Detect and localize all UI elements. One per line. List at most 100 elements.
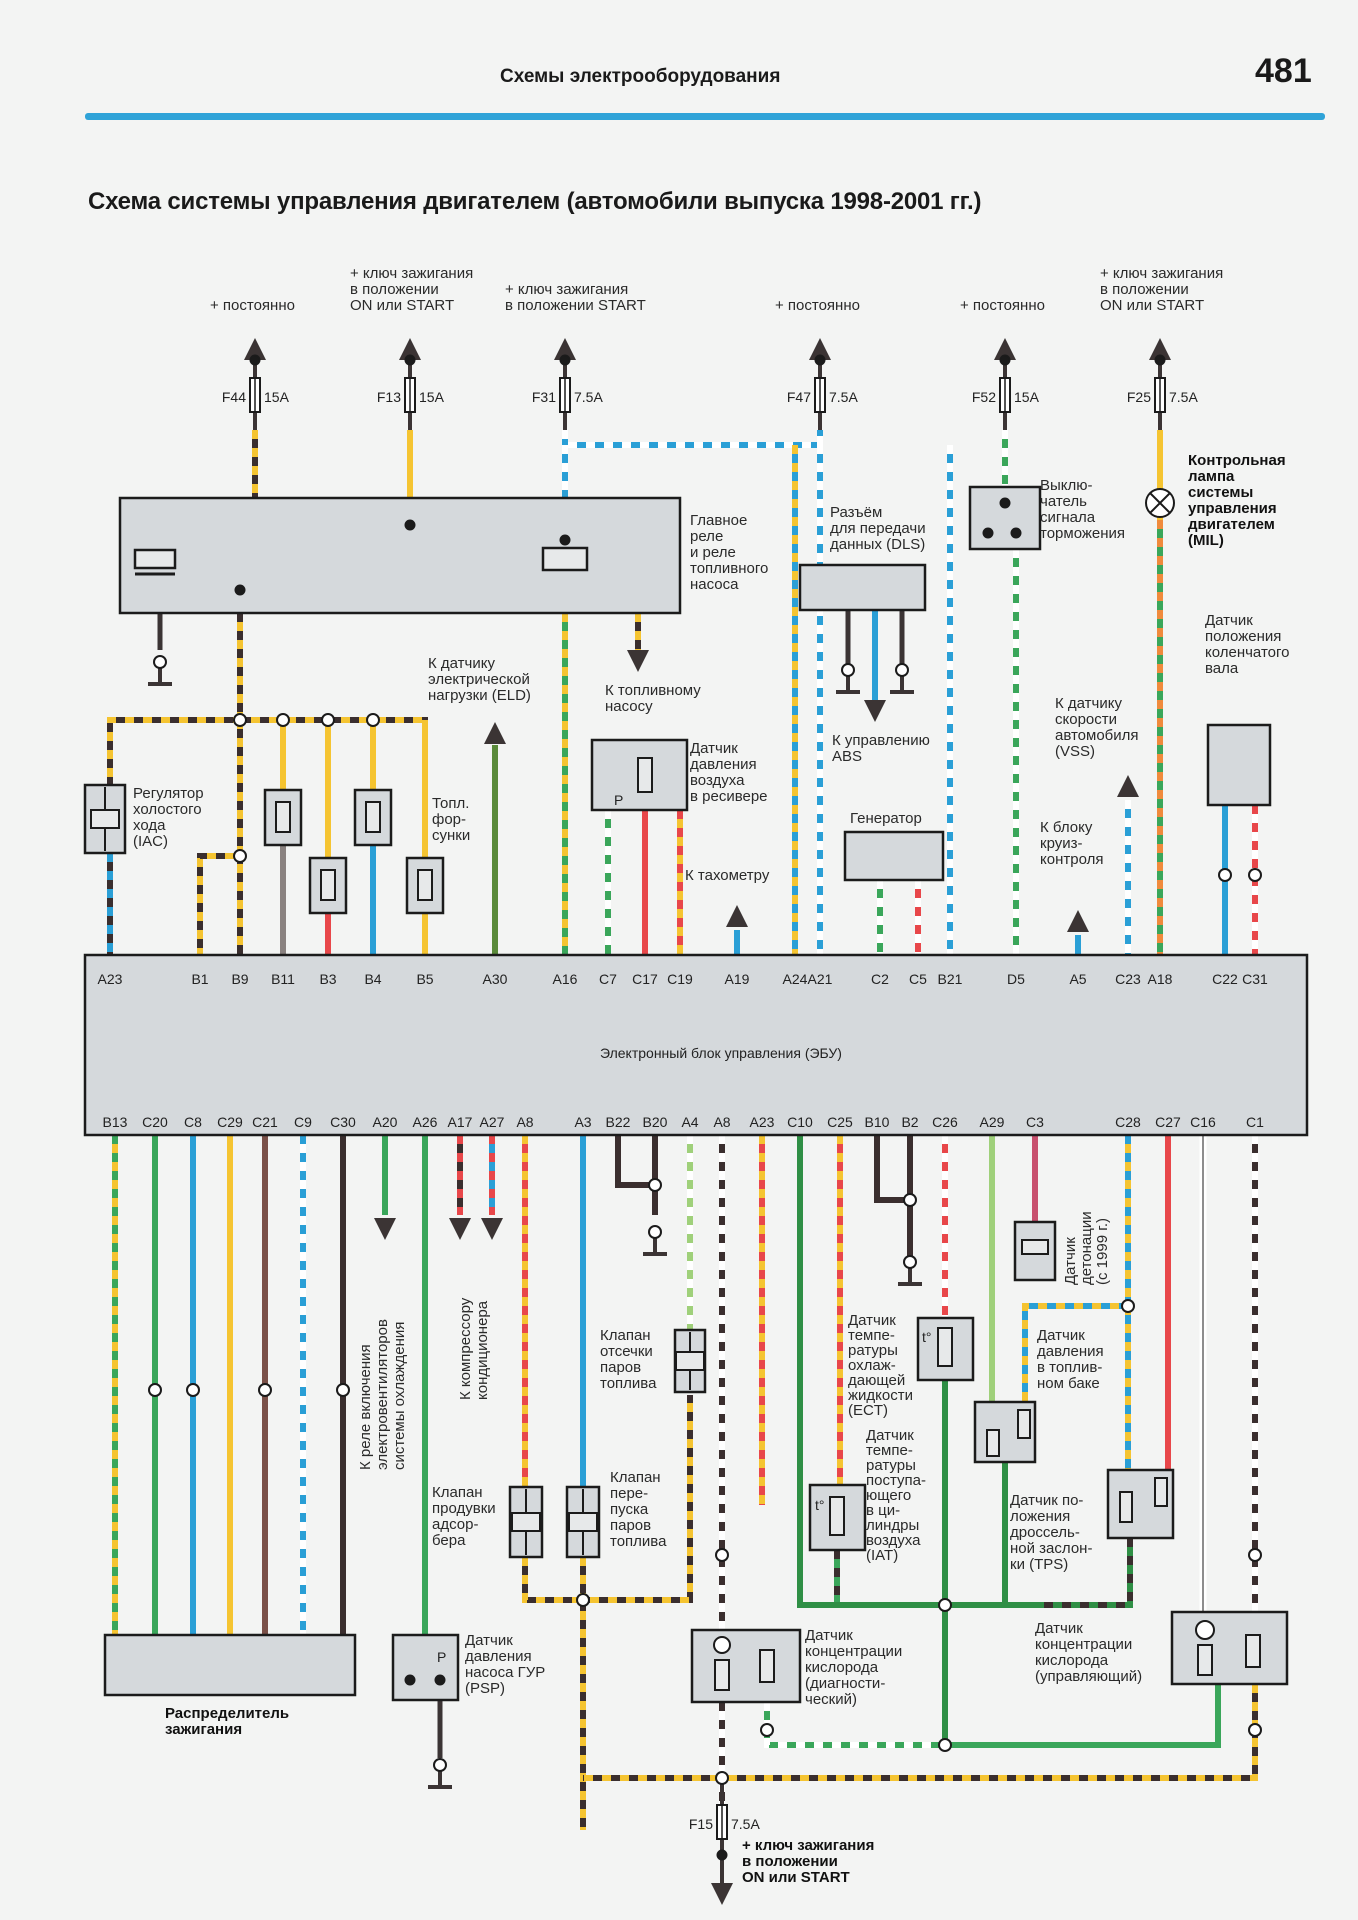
ecu-pin-bottom: A29 — [980, 1114, 1005, 1130]
power-feed-f31-fuse-id: F31 — [532, 389, 556, 405]
brake-switch-label-line: Выклю- — [1040, 477, 1093, 494]
brake-dot-3 — [1010, 527, 1022, 539]
ecu-pin-bottom: A8 — [713, 1114, 730, 1130]
ecu-pin-top: C5 — [909, 971, 927, 987]
ckp-sensor — [1206, 723, 1272, 807]
tps-label-line: ной заслон- — [1010, 1540, 1092, 1557]
ecu-pin-bottom: C9 — [294, 1114, 312, 1130]
fan-relay-arrow-icon — [374, 1218, 396, 1240]
bypass-label-line: пуска — [610, 1501, 649, 1518]
iat-label-line: (IAT) — [866, 1547, 898, 1564]
power-feed-f25-label-line: ON или START — [1100, 297, 1204, 314]
iat-label-line: поступа- — [866, 1472, 926, 1489]
tank-pressure-label-line: ном баке — [1037, 1375, 1100, 1392]
wire-valve-return-stripe — [522, 1395, 693, 1603]
connector-node — [276, 713, 290, 727]
ckp-label-line: Датчик — [1205, 612, 1253, 629]
ect-label-line: ратуры — [848, 1342, 898, 1359]
tank-pressure-pot — [986, 1429, 1000, 1457]
tank-pressure-label-line: Датчик — [1037, 1327, 1085, 1344]
power-feed-f31-dot — [559, 354, 571, 366]
eld-label-line: электрической — [428, 671, 530, 688]
knock-label-line: (с 1999 г.) — [1094, 1218, 1111, 1285]
map-sensor-resistor — [637, 757, 653, 793]
power-feed-f25-fuse-id: F25 — [1127, 389, 1151, 405]
ecu-pin-bottom: A27 — [480, 1114, 505, 1130]
ecu-pin-bottom: C26 — [932, 1114, 958, 1130]
ecu-pin-top: A24 — [783, 971, 808, 987]
iat-label-line: темпе- — [866, 1442, 913, 1459]
eld-label-line: К датчику — [428, 655, 495, 672]
generator — [843, 830, 945, 882]
psp-label-line: (PSP) — [465, 1680, 505, 1697]
ac-arrow-icon-1 — [449, 1218, 471, 1240]
cruise-label-line: контроля — [1040, 851, 1103, 868]
brake-switch-label-line: сигнала — [1040, 509, 1096, 526]
ckp-label-line: коленчатого — [1205, 644, 1289, 661]
brake-switch-label-line: торможения — [1040, 525, 1125, 542]
injector-2-coil — [320, 869, 336, 901]
tacho-label: К тахометру — [685, 867, 770, 884]
relay-output-dot — [234, 584, 246, 596]
map-label-line: воздуха — [690, 772, 745, 789]
power-feed-f13-label-line: + ключ зажигания — [350, 265, 473, 282]
power-feed-f47-dot — [814, 354, 826, 366]
ecu-pin-bottom: C30 — [330, 1114, 356, 1130]
evap-cut-valve-coil — [675, 1351, 705, 1371]
connector-node — [1248, 1548, 1262, 1562]
connector-node — [760, 1723, 774, 1737]
ecu-pin-bottom: C3 — [1026, 1114, 1044, 1130]
connector-node — [148, 1383, 162, 1397]
ground-node — [895, 663, 909, 677]
bottom-feed-label-line: + ключ зажигания — [742, 1837, 874, 1854]
power-feed-f52-label: + постоянно — [960, 297, 1045, 314]
o2-diag-heater — [759, 1649, 775, 1683]
main-relay-label-line: и реле — [690, 544, 736, 561]
abs-label-line: ABS — [832, 748, 862, 765]
ecu-pin-bottom: C21 — [252, 1114, 278, 1130]
wire-o2-heater-feed-stripe — [583, 1684, 1258, 1781]
bypass-label-line: паров — [610, 1517, 651, 1534]
iac-label-line: (IAC) — [133, 833, 168, 850]
power-feed-f25-label-line: в положении — [1100, 281, 1189, 298]
ect-label-line: темпе- — [848, 1327, 895, 1344]
fan-relay-label-line: К реле включения — [357, 1344, 374, 1470]
brake-dot-1 — [999, 497, 1011, 509]
connector-node — [1218, 868, 1232, 882]
connector-node — [1121, 1299, 1135, 1313]
connector-node — [1248, 868, 1262, 882]
power-feed-f31-label-line: + ключ зажигания — [505, 281, 628, 298]
map-label-line: в ресивере — [690, 788, 768, 805]
vss-label-line: скорости — [1055, 711, 1117, 728]
mil-lamp-cross — [1149, 492, 1171, 514]
junction-dot — [404, 1674, 416, 1686]
injectors-label: Топл.фор-сунки — [432, 795, 470, 844]
wire-b1-stripe — [197, 853, 240, 1002]
relay-coil-1 — [133, 548, 177, 570]
ecu-pin-bottom: B22 — [606, 1114, 631, 1130]
ecu-pin-bottom: C28 — [1115, 1114, 1141, 1130]
o2-diag-cell-icon — [713, 1636, 731, 1654]
o2-diag-label-line: концентрации — [805, 1643, 902, 1660]
ecu-pin-bottom: A23 — [750, 1114, 775, 1130]
purge-valve-coil — [511, 1512, 541, 1532]
wire-b10 — [874, 1135, 910, 1203]
abs-arrow-icon — [864, 700, 886, 722]
iat-label-line: линдры — [866, 1517, 919, 1534]
ecu-label: Электронный блок управления (ЭБУ) — [600, 1045, 842, 1061]
f15-arrow-icon — [711, 1883, 733, 1905]
fan-relay-label-line: системы охлаждения — [391, 1322, 408, 1470]
ground-node — [433, 1758, 447, 1772]
power-feed-f47-arrow-icon — [809, 338, 831, 360]
connector-node — [233, 713, 247, 727]
generator-label-line: Генератор — [850, 810, 922, 827]
iat-label-line: в ци- — [866, 1502, 900, 1519]
fuel-pump-label-line: насосу — [605, 698, 653, 715]
